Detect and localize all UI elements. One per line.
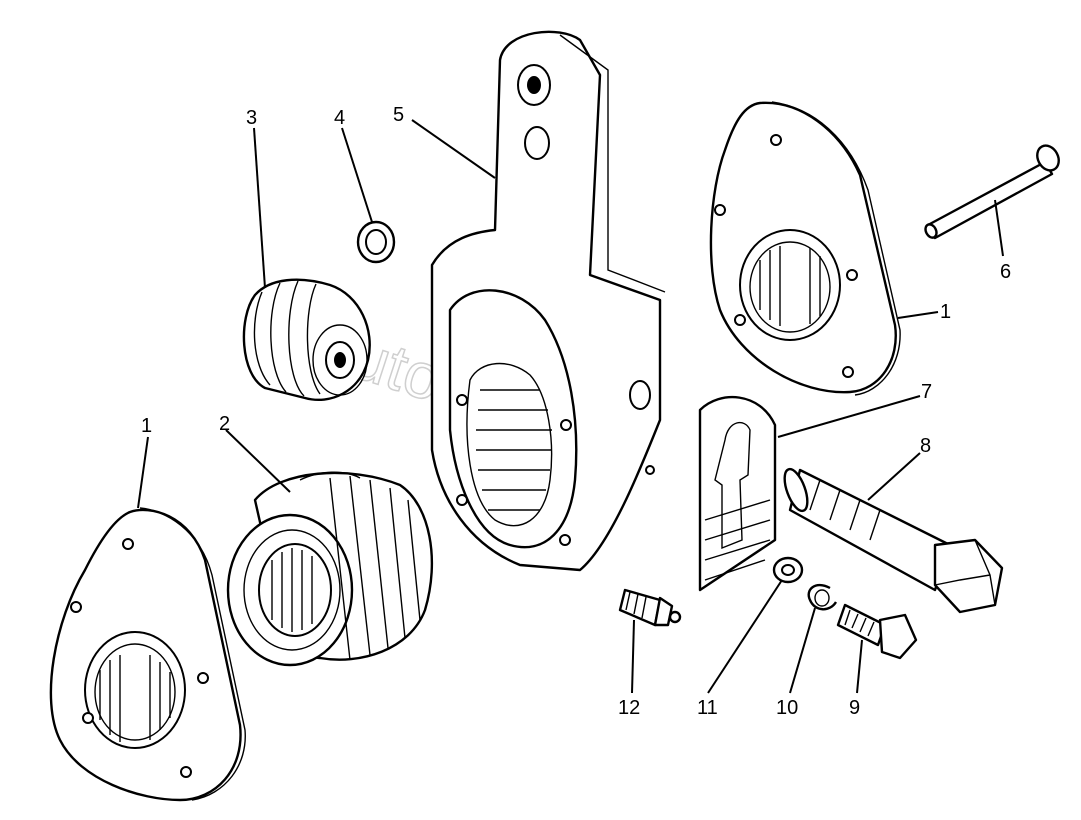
- adjuster-housing: [430, 30, 666, 572]
- worm-gear: [226, 471, 434, 667]
- callout-8: 8: [920, 435, 931, 457]
- callout-9: 9: [849, 697, 860, 719]
- callout-5: 5: [393, 104, 404, 126]
- callout-12: 12: [618, 697, 640, 719]
- washer: [772, 556, 804, 584]
- pin: [924, 144, 1060, 240]
- washer-small: [356, 220, 396, 264]
- callout-11: 11: [697, 697, 718, 719]
- callout-1-left: 1: [141, 415, 152, 437]
- screw: [836, 603, 918, 660]
- callout-lines: [137, 119, 1004, 694]
- callout-2: 2: [219, 413, 230, 435]
- snap-ring: [807, 583, 838, 611]
- callout-6: 6: [1000, 261, 1011, 283]
- lock-plate: [698, 396, 777, 592]
- callout-3: 3: [246, 107, 257, 129]
- cover-plate-left: [49, 507, 246, 802]
- worm: [242, 278, 371, 402]
- hex-bolt: [783, 467, 1004, 614]
- callout-7: 7: [921, 381, 932, 403]
- grease-nipple: [618, 588, 682, 627]
- callout-10: 10: [776, 697, 798, 719]
- callout-1-right: 1: [940, 301, 951, 323]
- callout-4: 4: [334, 107, 345, 129]
- callout-labels: 1 1 2 3 4 5 6 7 8 9 10 11 12: [141, 104, 1011, 719]
- cover-plate-right: [709, 101, 901, 396]
